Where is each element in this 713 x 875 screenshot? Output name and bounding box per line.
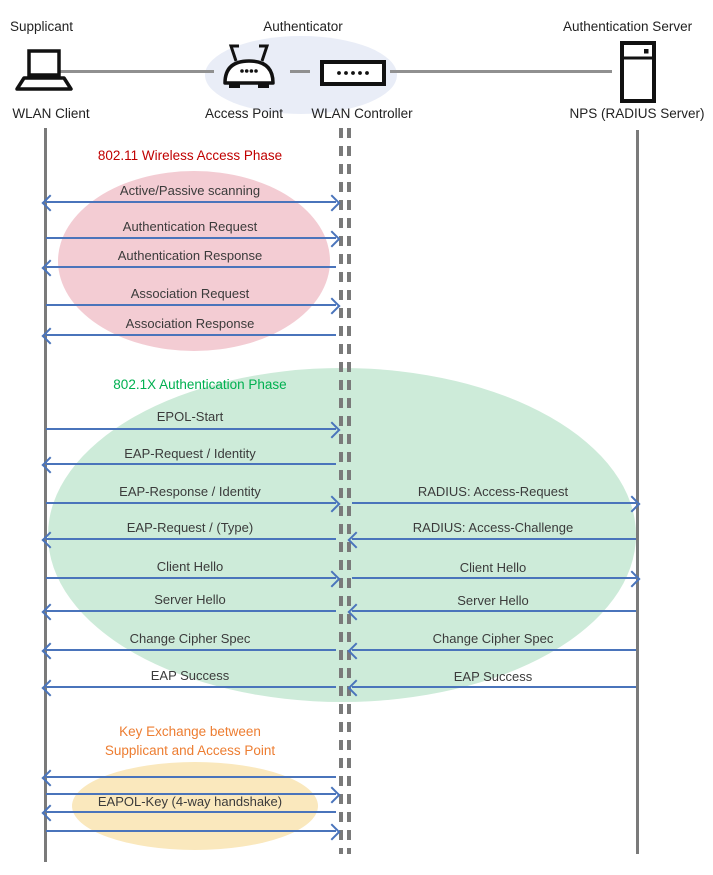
label-client-hello-right: Client Hello bbox=[459, 560, 527, 575]
arrow-client-hello-left bbox=[46, 577, 336, 579]
arrow-eap-response-identity bbox=[46, 502, 336, 504]
arrow-radius-access-request bbox=[352, 502, 636, 504]
label-epol-start: EPOL-Start bbox=[156, 409, 224, 424]
arrow-epol-start bbox=[46, 428, 336, 430]
label-eap-request-identity: EAP-Request / Identity bbox=[124, 446, 256, 461]
actor-wlan-client: WLAN Client bbox=[12, 106, 90, 121]
lifeline-controller-dashed-right bbox=[347, 128, 351, 854]
actor-access-point: Access Point bbox=[204, 106, 284, 121]
phase-title-key-exchange-line2: Supplicant and Access Point bbox=[104, 743, 276, 758]
arrow-eapol-key-3 bbox=[46, 811, 336, 813]
arrow-eapol-key-2 bbox=[46, 793, 336, 795]
label-server-hello-right: Server Hello bbox=[457, 593, 529, 608]
arrow-eapol-key-4 bbox=[46, 830, 336, 832]
connector-client-ap bbox=[58, 70, 214, 73]
label-eap-success-left: EAP Success bbox=[150, 668, 230, 683]
actor-nps-radius-server: NPS (RADIUS Server) bbox=[569, 106, 705, 121]
arrow-client-hello-right bbox=[352, 577, 636, 579]
arrow-eap-request-identity bbox=[46, 463, 336, 465]
label-eap-request-type: EAP-Request / (Type) bbox=[126, 520, 254, 535]
arrow-server-hello-left bbox=[46, 610, 336, 612]
arrow-server-hello-right bbox=[352, 610, 636, 612]
arrow-radius-access-challenge bbox=[352, 538, 636, 540]
label-eap-response-identity: EAP-Response / Identity bbox=[119, 484, 261, 499]
arrow-eap-request-type bbox=[46, 538, 336, 540]
label-change-cipher-spec-right: Change Cipher Spec bbox=[432, 631, 554, 646]
connector-ap-controller bbox=[290, 70, 310, 73]
label-authentication-response: Authentication Response bbox=[117, 248, 263, 263]
phase-title-wireless-access: 802.11 Wireless Access Phase bbox=[97, 148, 283, 163]
role-authenticator: Authenticator bbox=[263, 19, 343, 34]
arrow-association-request bbox=[46, 304, 336, 306]
label-association-request: Association Request bbox=[130, 286, 250, 301]
label-change-cipher-spec-left: Change Cipher Spec bbox=[129, 631, 251, 646]
label-eap-success-right: EAP Success bbox=[453, 669, 533, 684]
role-supplicant: Supplicant bbox=[10, 19, 74, 34]
phase-title-key-exchange-line1: Key Exchange between bbox=[119, 724, 261, 739]
arrow-eap-success-right bbox=[352, 686, 636, 688]
arrow-eapol-key-1 bbox=[46, 776, 336, 778]
arrow-association-response bbox=[46, 334, 336, 336]
label-radius-access-request: RADIUS: Access-Request bbox=[417, 484, 569, 499]
label-association-response: Association Response bbox=[125, 316, 255, 331]
arrow-change-cipher-spec-left bbox=[46, 649, 336, 651]
laptop-icon bbox=[12, 48, 74, 99]
server-icon bbox=[619, 41, 657, 108]
label-active-passive-scanning: Active/Passive scanning bbox=[119, 183, 261, 198]
label-server-hello-left: Server Hello bbox=[154, 592, 226, 607]
connector-controller-server bbox=[390, 70, 612, 73]
actor-wlan-controller: WLAN Controller bbox=[311, 106, 413, 121]
arrow-active-passive-scanning bbox=[46, 201, 336, 203]
phase-title-authentication: 802.1X Authentication Phase bbox=[113, 377, 287, 392]
arrow-eap-success-left bbox=[46, 686, 336, 688]
label-eapol-key-handshake: EAPOL-Key (4-way handshake) bbox=[97, 794, 283, 809]
arrow-change-cipher-spec-right bbox=[352, 649, 636, 651]
lifeline-controller-dashed-left bbox=[339, 128, 343, 854]
lifeline-nps-server bbox=[636, 130, 639, 854]
wlan-controller-icon bbox=[320, 60, 386, 91]
label-authentication-request: Authentication Request bbox=[122, 219, 258, 234]
label-radius-access-challenge: RADIUS: Access-Challenge bbox=[412, 520, 574, 535]
lifeline-wlan-client bbox=[44, 128, 47, 862]
role-authentication-server: Authentication Server bbox=[563, 19, 693, 34]
label-client-hello-left: Client Hello bbox=[156, 559, 224, 574]
arrow-authentication-response bbox=[46, 266, 336, 268]
arrow-authentication-request bbox=[46, 237, 336, 239]
access-point-icon bbox=[217, 42, 281, 97]
